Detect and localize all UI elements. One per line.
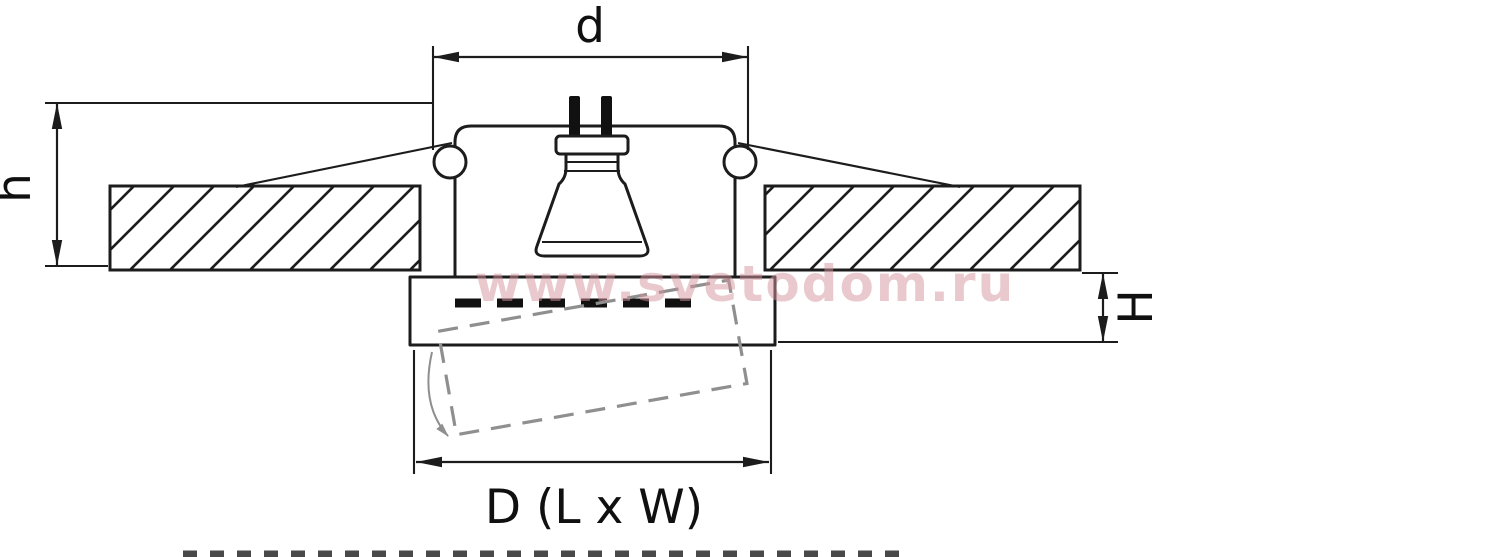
dimension-H: H: [778, 271, 1164, 344]
dim-label-d: d: [575, 0, 605, 54]
tilted-lamp-dashed-outline: [436, 278, 749, 437]
spring-clip-rings: [432, 144, 758, 180]
dim-label-h: h: [0, 173, 42, 203]
lamp-pins: [569, 96, 612, 142]
ceiling-hatch-right: [763, 184, 1082, 272]
dim-label-D: D (L x W): [485, 480, 703, 535]
dim-label-H: H: [1109, 289, 1164, 324]
ceiling-cross-section: [108, 184, 1082, 272]
rotation-indicator-arc: [427, 351, 449, 437]
watermark-text: www.svetodom.ru: [475, 255, 1015, 313]
mounting-spring-arms: [235, 141, 961, 189]
ceiling-hatch-left: [108, 184, 422, 272]
dimension-h: h: [0, 101, 433, 268]
dimension-d: d: [431, 0, 750, 150]
dimension-D: D (L x W): [412, 350, 773, 535]
bulb-outline: [534, 134, 650, 258]
trim-ring: [408, 275, 777, 347]
